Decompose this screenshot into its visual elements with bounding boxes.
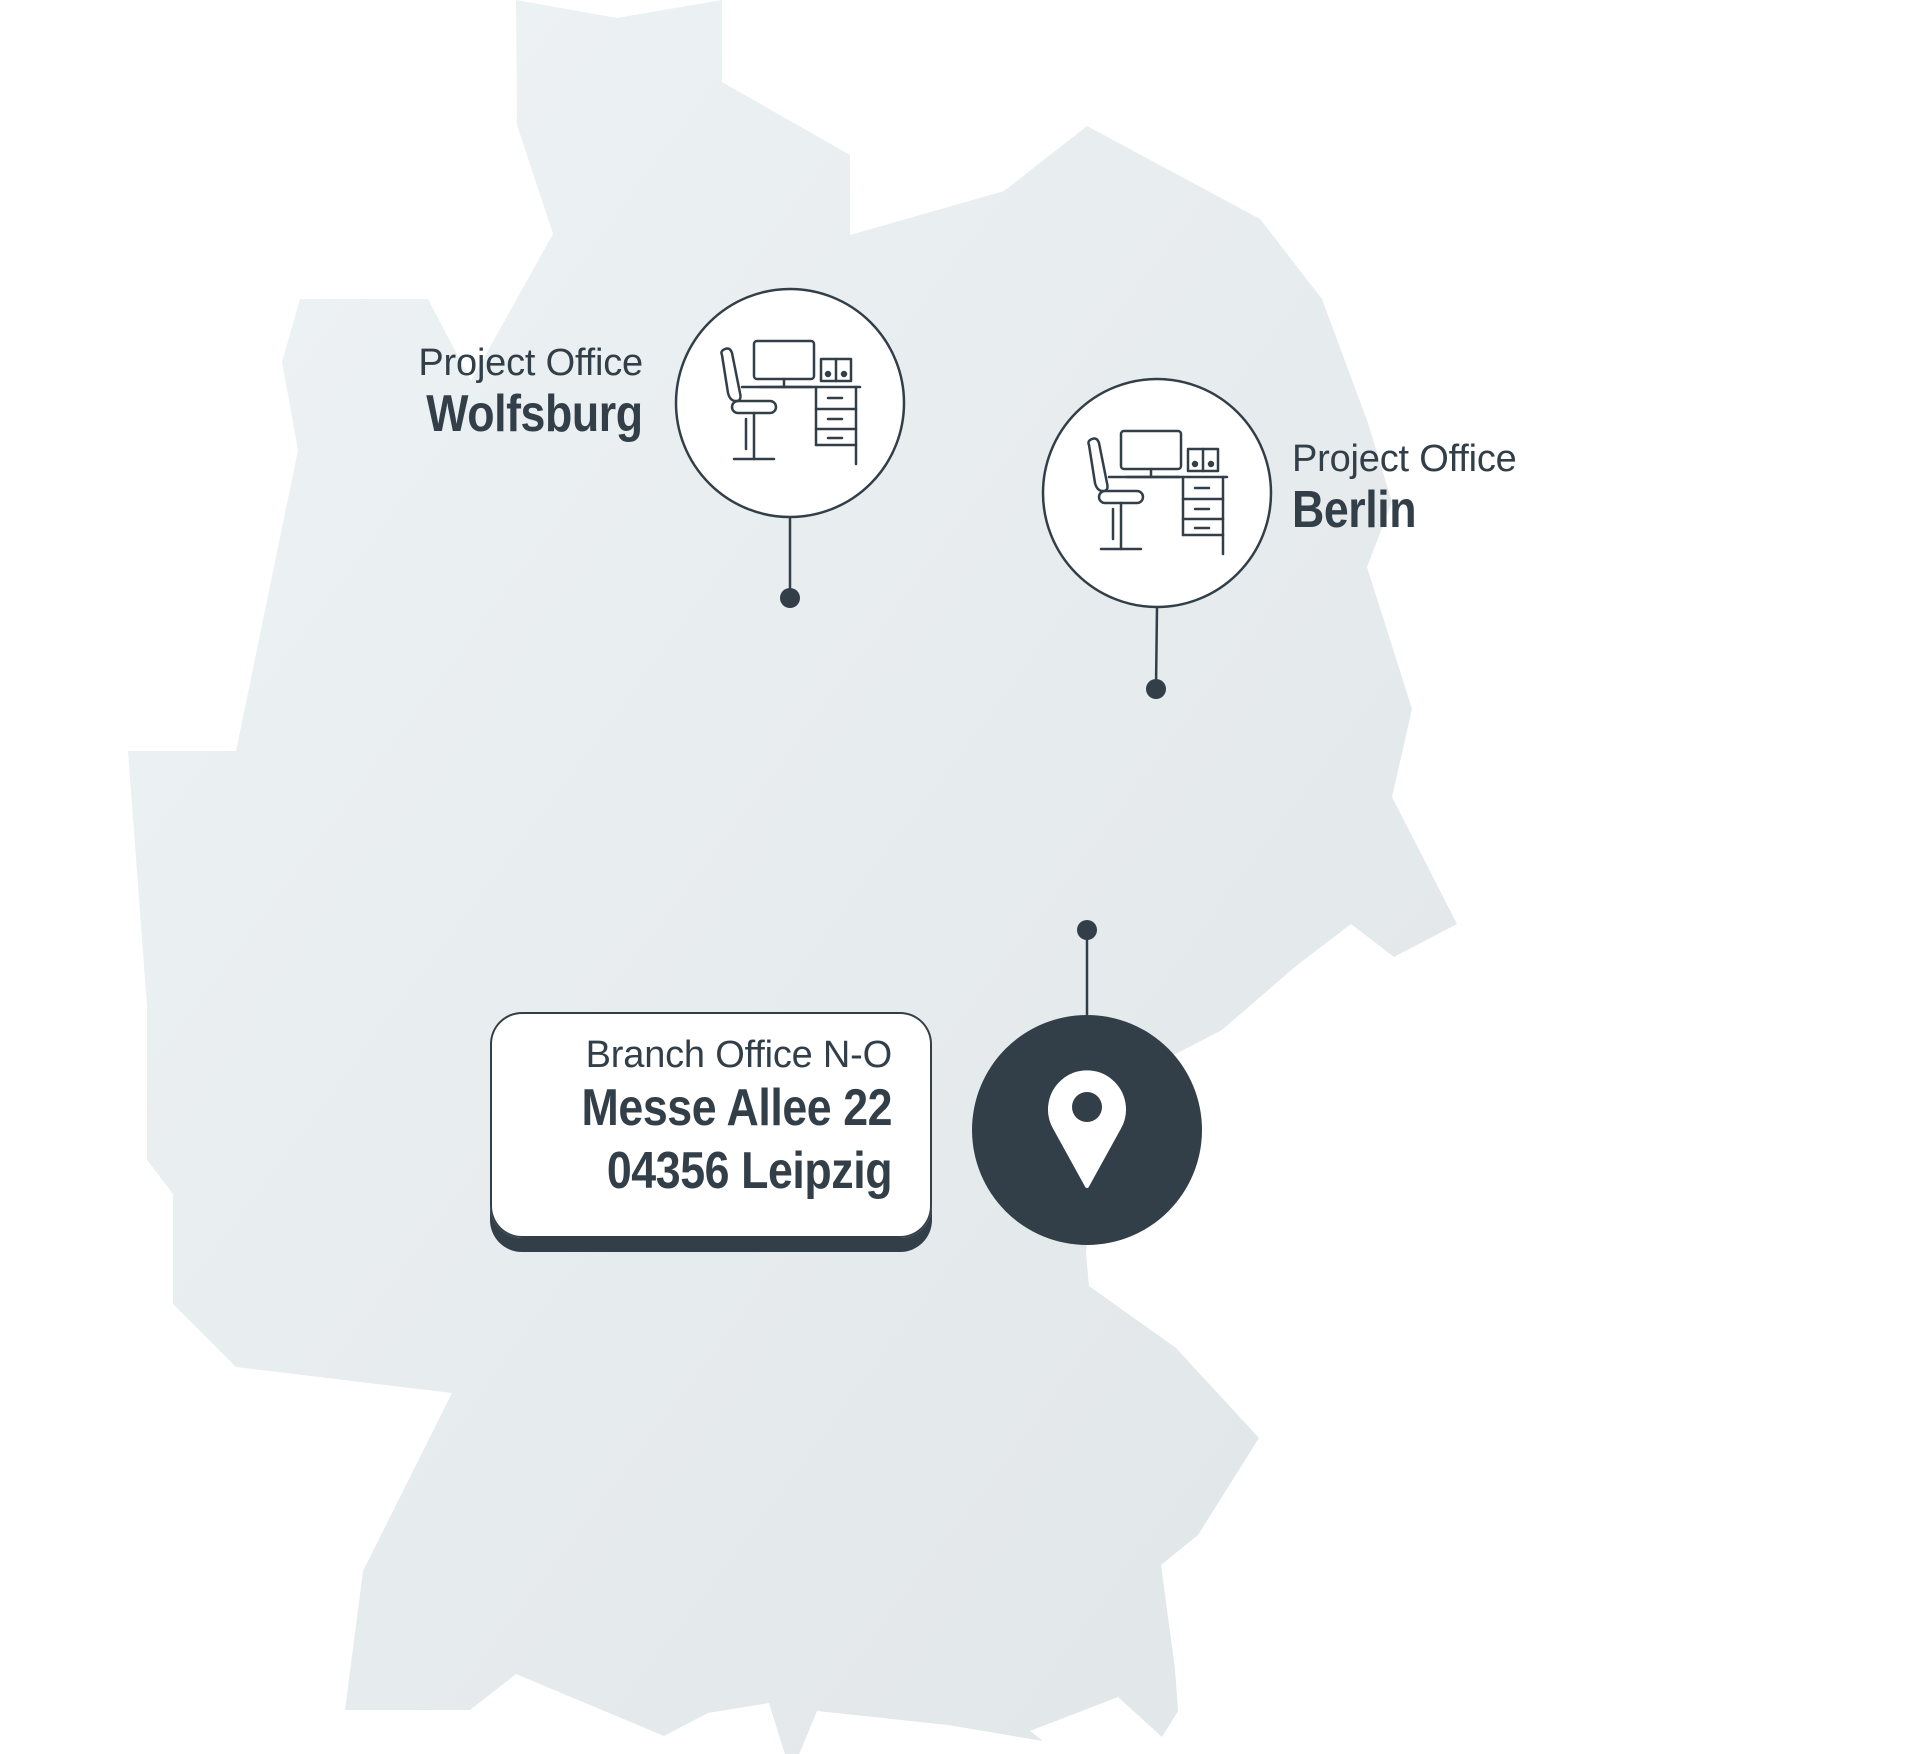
- branch-street: Messe Allee 22: [581, 1078, 892, 1137]
- office-city-name: Berlin: [1292, 480, 1417, 539]
- office-city-name: Wolfsburg: [426, 384, 644, 443]
- office-desk-icon: [720, 339, 862, 466]
- wolfsburg-office-label: Project Office Wolfsburg: [391, 342, 643, 443]
- country-outline: [128, 0, 1457, 1754]
- leipzig-branch-badge[interactable]: [972, 1015, 1202, 1245]
- branch-address-card[interactable]: Branch Office N-O Messe Allee 22 04356 L…: [490, 1012, 932, 1238]
- wolfsburg-location-dot: [780, 588, 800, 608]
- branch-city-line: 04356 Leipzig: [606, 1141, 893, 1200]
- office-type-label: Project Office: [418, 342, 643, 384]
- wolfsburg-office-badge[interactable]: [674, 287, 906, 519]
- location-pin-icon: [1048, 1070, 1126, 1188]
- office-desk-icon: [1087, 429, 1229, 556]
- berlin-office-label: Project Office Berlin: [1292, 438, 1517, 539]
- wolfsburg-badge-circle: [674, 287, 906, 519]
- berlin-badge-circle: [1041, 377, 1273, 609]
- berlin-office-badge[interactable]: [1041, 377, 1273, 609]
- berlin-connector: [1154, 606, 1159, 689]
- office-type-label: Project Office: [1292, 438, 1517, 480]
- branch-address-label: Branch Office N-O Messe Allee 22 04356 L…: [531, 1034, 892, 1203]
- berlin-location-dot: [1146, 679, 1166, 699]
- branch-type-label: Branch Office N-O: [585, 1034, 893, 1076]
